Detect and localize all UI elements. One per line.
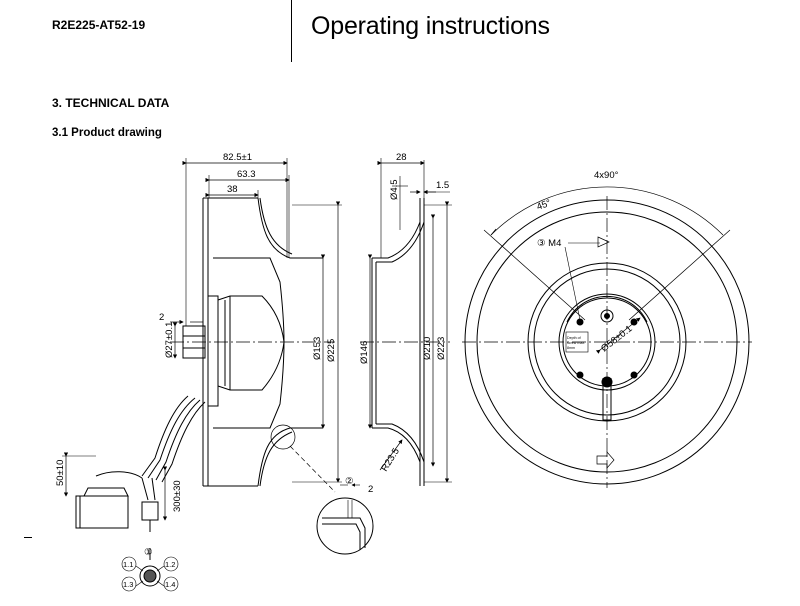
callout-1: ① (144, 547, 153, 558)
dim-detail-gap: 2 (368, 484, 373, 495)
thread-m4: ③ M4 (537, 238, 561, 249)
callout-2: ② (345, 476, 354, 487)
dim-hub-depth: 38 (227, 184, 238, 195)
dim-impeller-depth: 63.3 (237, 169, 256, 180)
pin-1-4: 1.4 (165, 580, 175, 589)
dim-outer-diameter: Ø225 (326, 339, 337, 362)
section-heading: 3. TECHNICAL DATA (52, 96, 170, 110)
angle-45: 45° (535, 198, 552, 213)
document-title: Operating instructions (311, 12, 550, 40)
dim-shaft-offset: 2 (159, 312, 164, 323)
depth-note-2: screw max. (567, 341, 585, 345)
dim-shaft-diameter: Ø27±0.1 (164, 322, 175, 358)
angle-hole-pattern: 4x90° (594, 170, 619, 181)
subsection-heading: 3.1 Product drawing (52, 127, 162, 139)
front-view (462, 186, 752, 488)
dim-inlet-diameter: Ø153 (312, 337, 323, 360)
dim-hub-diameter: Ø58±0.1 (599, 323, 634, 354)
dim-flange-thickness: 1.5 (436, 180, 449, 191)
pin-1-2: 1.2 (165, 560, 175, 569)
section-view (360, 158, 452, 486)
dim-inner-diameter: Ø146 (359, 341, 370, 364)
dim-radius: R23.5 (379, 446, 402, 473)
dim-flange-diameter: Ø223 (436, 337, 447, 360)
dim-cable-length: 300±30 (172, 480, 183, 512)
dim-cable-housing: 50±10 (55, 460, 66, 486)
dim-hole-diameter: Ø4.5 (389, 179, 400, 200)
dim-section-width: 28 (396, 152, 407, 163)
dim-ring-diameter: Ø210 (422, 337, 433, 360)
pin-1-3: 1.3 (123, 580, 133, 589)
header-divider (291, 0, 292, 62)
depth-note-1: Depth of (567, 336, 581, 340)
model-number: R2E225-AT52-19 (52, 18, 146, 32)
margin-mark (24, 537, 32, 538)
side-view (62, 158, 374, 592)
depth-note-3: 8mm (567, 346, 575, 350)
pin-1-1: 1.1 (123, 560, 133, 569)
dim-overall-length: 82.5±1 (223, 152, 252, 163)
